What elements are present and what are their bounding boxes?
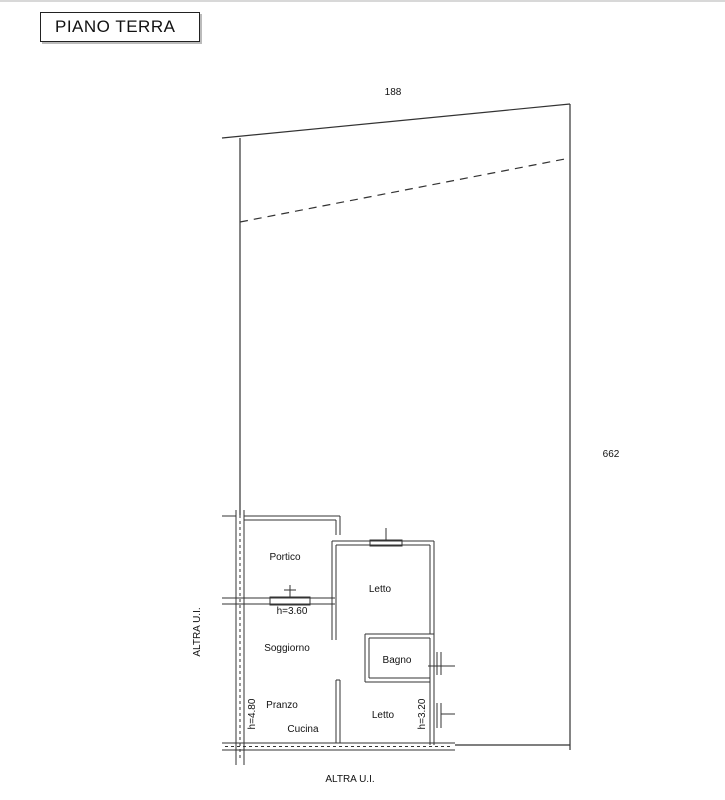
lot-dashed-line	[239, 157, 571, 223]
letto-upper-walls	[331, 528, 435, 640]
room-label-letto-lower: Letto	[372, 710, 395, 721]
room-label-bagno: Bagno	[383, 655, 412, 666]
floor-title-box: PIANO TERRA	[40, 12, 200, 42]
bagno-walls	[364, 633, 455, 745]
internal-wall-center	[335, 679, 341, 743]
neighbor-label-bottom: ALTRA U.I.	[325, 774, 374, 785]
lot-top-boundary	[221, 103, 571, 139]
lot-outline	[221, 103, 571, 750]
dimension-height: 662	[603, 449, 620, 460]
room-label-pranzo: Pranzo	[266, 700, 298, 711]
height-label-pranzo: h=4.80	[247, 698, 258, 729]
room-label-soggiorno: Soggiorno	[264, 643, 310, 654]
dimension-width: 188	[385, 87, 402, 98]
height-label-letto: h=3.20	[417, 698, 428, 729]
portico-outline	[222, 515, 341, 535]
party-wall-left	[235, 510, 245, 765]
neighbor-label-left: ALTRA U.I.	[192, 607, 203, 656]
letto-lower-window	[436, 703, 455, 728]
height-label-portico: h=3.60	[277, 606, 308, 617]
party-wall-bottom	[222, 742, 455, 751]
room-label-portico: Portico	[269, 552, 301, 563]
room-label-letto-upper: Letto	[369, 584, 392, 595]
room-label-cucina: Cucina	[287, 724, 319, 735]
top-border-line	[0, 0, 725, 2]
floor-title: PIANO TERRA	[55, 17, 176, 36]
portico-soggiorno-wall	[222, 585, 335, 606]
